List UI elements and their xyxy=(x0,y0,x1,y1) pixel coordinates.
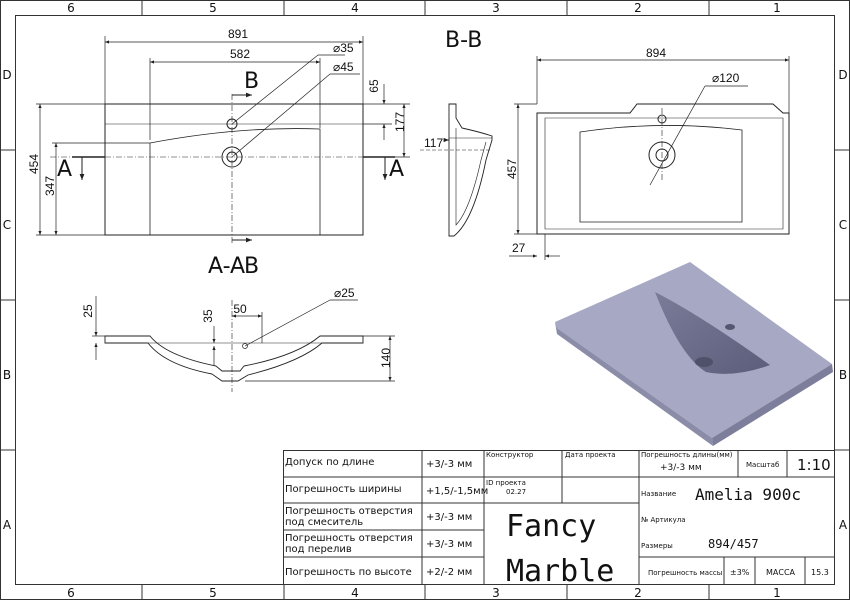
column-label: 5 xyxy=(209,586,217,600)
scale-value: 1:10 xyxy=(797,456,831,474)
project-date-label: Дата проекта xyxy=(565,451,616,459)
dim-diameter-35: ⌀35 xyxy=(333,41,354,55)
dim-117: 117 xyxy=(424,136,443,150)
section-cut-a-left: A xyxy=(57,157,72,182)
dim-457: 457 xyxy=(505,159,519,179)
column-label: 2 xyxy=(634,1,642,15)
basin-outline xyxy=(149,128,321,235)
dim-27: 27 xyxy=(512,241,526,255)
tolerance-height-value: +2/-2 мм xyxy=(426,567,472,578)
column-label: 4 xyxy=(351,1,359,15)
dim-347: 347 xyxy=(43,176,57,196)
mass-tolerance-value: ±3% xyxy=(730,568,750,577)
project-id-value: 02.27 xyxy=(506,488,526,496)
front-basin xyxy=(579,125,743,223)
title-block-text: Допуск по длине +3/-3 мм Погрешность шир… xyxy=(285,451,831,589)
sink-3d-render xyxy=(555,262,833,446)
tolerance-tap-hole-label: Погрешность отверстия xyxy=(285,506,413,517)
size-label: Размеры xyxy=(641,542,673,550)
dim-50: 50 xyxy=(233,302,247,316)
column-label: 4 xyxy=(351,586,359,600)
section-aa-label: A-A xyxy=(208,254,245,279)
tolerance-overflow-value: +3/-3 мм xyxy=(426,539,472,550)
column-label: 3 xyxy=(492,1,500,15)
side-section-view: B-B 117 xyxy=(420,28,493,237)
dim-454: 454 xyxy=(27,154,41,174)
column-label: 3 xyxy=(492,586,500,600)
size-value: 894/457 xyxy=(708,537,759,551)
project-id-label: ID проекта xyxy=(486,479,526,487)
tolerance-width-value: +1,5/-1,5мм xyxy=(426,486,488,497)
row-label: C xyxy=(3,218,11,232)
article-label: № Артикула xyxy=(641,516,686,524)
tolerance-length-label: Допуск по длине xyxy=(285,457,374,468)
sink-outline xyxy=(104,103,364,236)
section-bb-title: B-B xyxy=(445,28,482,53)
column-label: 1 xyxy=(773,586,781,600)
tolerance-tap-hole-value: +3/-3 мм xyxy=(426,512,472,523)
row-label: D xyxy=(838,68,847,82)
product-name: Amelia 900c xyxy=(695,485,801,504)
title-block xyxy=(283,450,835,585)
tolerance-width-label: Погрешность ширины xyxy=(285,484,402,495)
tolerance-height-label: Погрешность по высоте xyxy=(285,567,412,578)
section-cut-b-bottom: B xyxy=(244,254,259,279)
row-label: B xyxy=(839,368,847,382)
tolerance-tap-hole-label-2: под смеситель xyxy=(285,517,363,528)
scale-label: Масштаб xyxy=(746,461,779,469)
row-label: D xyxy=(2,68,11,82)
mass-tolerance-label: Погрешность массы xyxy=(648,569,722,577)
dim-65: 65 xyxy=(367,79,381,93)
row-label: C xyxy=(839,218,847,232)
dim-140: 140 xyxy=(379,348,393,368)
column-label: 5 xyxy=(209,1,217,15)
length-tolerance-label: Погрешность длины(мм) xyxy=(641,451,733,459)
section-cut-a-right: A xyxy=(389,157,404,182)
mass-value: 15.3 xyxy=(811,568,829,577)
dim-25: 25 xyxy=(81,304,95,318)
cross-section-view: ⌀25 50 35 25 140 xyxy=(81,286,395,392)
column-label: 6 xyxy=(67,1,75,15)
row-label: B xyxy=(3,368,11,382)
tolerance-overflow-label-2: под перелив xyxy=(285,544,352,555)
dim-diameter-25: ⌀25 xyxy=(334,286,355,300)
section-cut-b-top: B xyxy=(244,69,259,94)
dim-35: 35 xyxy=(201,309,215,323)
dim-891: 891 xyxy=(228,27,248,41)
name-label: Название xyxy=(641,490,676,498)
column-label: 2 xyxy=(634,586,642,600)
top-view: 891 582 ⌀35 ⌀45 65 177 454 347 A A B B A… xyxy=(27,27,410,279)
dim-582: 582 xyxy=(230,47,250,61)
dim-894: 894 xyxy=(646,46,666,60)
row-label: A xyxy=(839,518,848,532)
dim-diameter-45: ⌀45 xyxy=(333,60,354,74)
dim-diameter-120: ⌀120 xyxy=(712,71,740,85)
constructor-label: Конструктор xyxy=(486,451,534,459)
column-label: 6 xyxy=(67,586,75,600)
tolerance-length-value: +3/-3 мм xyxy=(426,459,472,470)
front-outline xyxy=(536,103,790,235)
mass-label: МАССА xyxy=(766,568,796,577)
brand-name-line1: Fancy xyxy=(506,509,596,544)
length-tolerance-value: +3/-3 мм xyxy=(660,463,702,473)
front-view: 894 ⌀120 457 27 xyxy=(505,46,790,260)
column-label: 1 xyxy=(773,1,781,15)
tolerance-overflow-label: Погрешность отверстия xyxy=(285,533,413,544)
row-label: A xyxy=(3,518,12,532)
brand-name-line2: Marble xyxy=(506,554,614,589)
dim-177: 177 xyxy=(393,112,407,132)
